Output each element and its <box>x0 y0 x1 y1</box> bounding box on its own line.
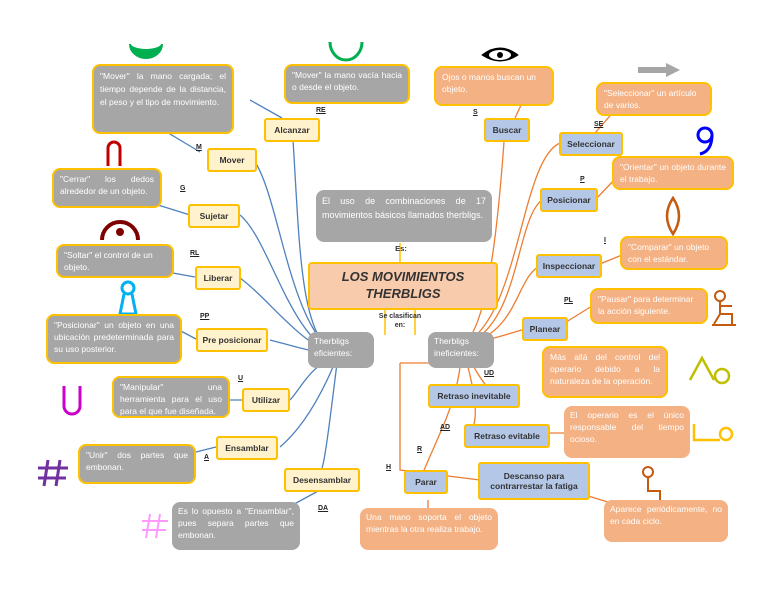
therblig-retraso-inevitable[interactable]: Retraso inevitable <box>428 384 520 408</box>
desc-sujetar: "Cerrar" los dedos alrededor de un objet… <box>52 168 162 208</box>
therblig-ensamblar[interactable]: Ensamblar <box>216 436 278 460</box>
desc-desensamblar: Es lo opuesto a "Ensamblar", pues separa… <box>172 502 300 550</box>
code-posicionar: P <box>580 176 585 183</box>
magnet-icon <box>0 0 1 1</box>
code-descanso: R <box>417 446 423 453</box>
intro-box: El uso de combinaciones de 17 movimiento… <box>316 190 492 242</box>
therblig-retraso-evitable[interactable]: Retraso evitable <box>464 424 550 448</box>
therblig-alcanzar[interactable]: Alcanzar <box>264 118 320 142</box>
therblig-buscar[interactable]: Buscar <box>484 118 530 142</box>
code-parar: H <box>386 464 392 471</box>
desc-mover: "Mover" la mano cargada; el tiempo depen… <box>92 64 234 134</box>
therblig-sujetar[interactable]: Sujetar <box>188 204 240 228</box>
hash-purple-icon <box>38 459 68 487</box>
eye-icon <box>481 47 519 62</box>
desc-pre-posicionar: "Posicionar" un objeto en una ubicación … <box>46 314 182 364</box>
therblig-liberar[interactable]: Liberar <box>195 266 241 290</box>
es-label: Es: <box>395 244 407 253</box>
nine-blue-icon <box>696 126 714 156</box>
desc-utilizar: "Manipular" una herramienta para el uso … <box>112 376 230 418</box>
therblig-seleccionar[interactable]: Seleccionar <box>559 132 623 156</box>
code-buscar: S <box>473 109 478 116</box>
desc-inspeccionar: "Comparar" un objeto con el estándar. <box>620 236 728 270</box>
arrow-gray-icon <box>638 63 680 77</box>
code-ensamblar: A <box>204 454 210 461</box>
therblig-utilizar[interactable]: Utilizar <box>242 388 290 412</box>
code-liberar: RL <box>190 250 200 257</box>
desc-buscar: Ojos o manos buscan un objeto. <box>434 66 554 106</box>
se-clasifican-label: Se clasifican en: <box>378 313 422 330</box>
code-planear: PL <box>564 297 573 304</box>
desc-planear: "Pausar" para determinar la acción sigui… <box>590 288 708 324</box>
arc-green-icon <box>129 43 163 59</box>
code-seleccionar: SE <box>594 121 604 128</box>
therbligs-ineficientes: Therbligs ineficientes: <box>428 332 494 368</box>
therblig-desensamblar[interactable]: Desensamblar <box>284 468 360 492</box>
therblig-pre-posicionar[interactable]: Pre posicionar <box>196 328 268 352</box>
desc-descanso: Aparece periódicamente, no en cada ciclo… <box>604 500 728 542</box>
code-pre-posicionar: PP <box>200 313 210 320</box>
lying-man-icon <box>692 424 734 442</box>
code-retraso-evitable: AD <box>440 424 451 431</box>
desc-posicionar: "Orientar" un objeto durante el trabajo. <box>612 156 734 190</box>
desc-seleccionar: "Seleccionar" un artículo de varios. <box>596 82 712 116</box>
code-utilizar: U <box>238 375 244 382</box>
code-alcanzar: RE <box>316 107 326 114</box>
therblig-mover[interactable]: Mover <box>207 148 257 172</box>
page-title: LOS MOVIMIENTOS THERBLIGS <box>308 262 498 310</box>
therbligs-eficientes: Therbligs eficientes: <box>308 332 374 368</box>
desc-alcanzar: "Mover" la mano vacía hacia o desde el o… <box>284 64 410 104</box>
lens-orange-icon <box>665 196 681 236</box>
desc-retraso-evitable: El operario es el único responsable del … <box>564 406 690 458</box>
desc-liberar: "Soltar" el control de un objeto. <box>56 244 174 278</box>
hash-pink-icon <box>142 513 168 539</box>
therblig-posicionar[interactable]: Posicionar <box>540 188 598 212</box>
therblig-descanso[interactable]: Descanso para contrarrestar la fatiga <box>478 462 590 500</box>
code-inspeccionar: I <box>604 237 606 244</box>
desc-retraso-inevitable: Más allá del control del operario debido… <box>542 346 668 398</box>
release-dark-icon <box>100 220 140 241</box>
u-magenta-icon <box>62 386 82 416</box>
therblig-parar[interactable]: Parar <box>404 470 448 494</box>
code-sujetar: G <box>180 185 186 192</box>
therblig-inspeccionar[interactable]: Inspeccionar <box>536 254 602 278</box>
code-mover: M <box>196 144 202 151</box>
therblig-planear[interactable]: Planear <box>522 317 568 341</box>
arch-red-icon <box>106 140 122 166</box>
desc-ensamblar: "Unir" dos partes que embonan. <box>78 444 196 484</box>
desc-parar: Una mano soporta el objeto mientras la o… <box>360 508 498 550</box>
thinker-icon <box>712 290 736 326</box>
code-desensamblar: DA <box>318 505 329 512</box>
code-retraso-inevitable: UD <box>484 370 495 377</box>
fallen-man-icon <box>688 355 731 385</box>
cup-green-icon <box>328 41 364 62</box>
